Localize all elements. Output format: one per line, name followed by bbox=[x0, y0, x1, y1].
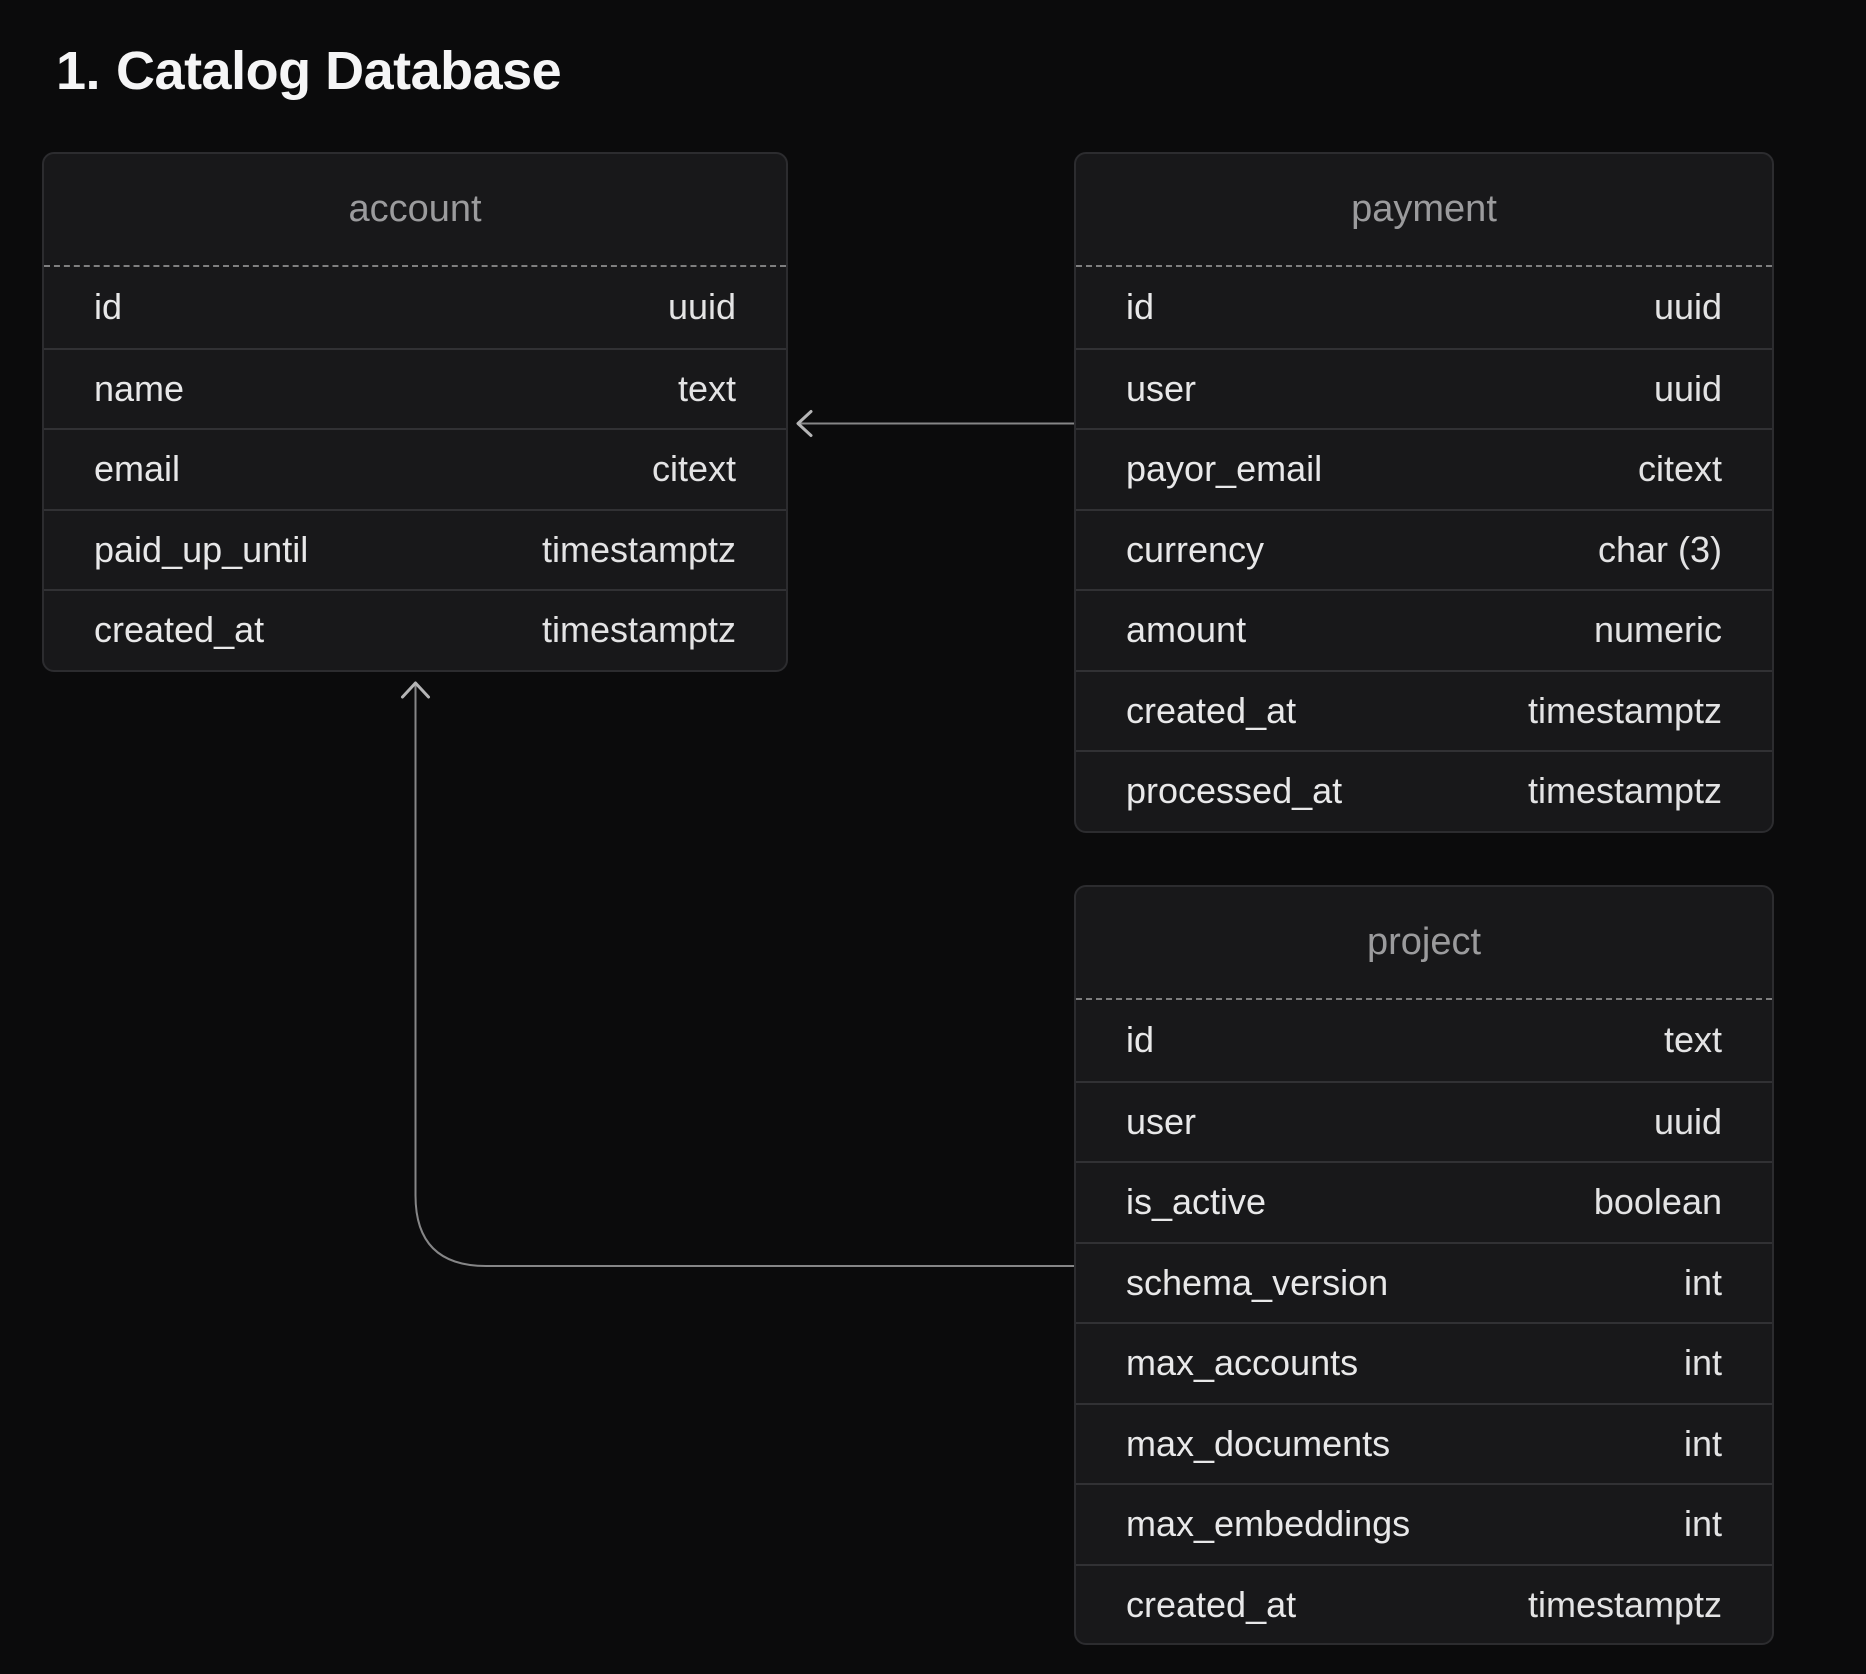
column-name: email bbox=[94, 448, 181, 490]
column-row: user uuid bbox=[1076, 347, 1772, 429]
column-type: int bbox=[1683, 1422, 1722, 1464]
page-title: 1.Catalog Database bbox=[56, 40, 562, 102]
column-type: int bbox=[1683, 1261, 1722, 1303]
column-type: timestamptz bbox=[541, 609, 736, 651]
column-name: id bbox=[1126, 1019, 1155, 1061]
column-row: payor_email citext bbox=[1076, 428, 1772, 509]
column-name: processed_at bbox=[1126, 770, 1343, 812]
arrowhead-left-icon bbox=[796, 410, 813, 437]
table-title: account bbox=[348, 188, 482, 230]
column-type: boolean bbox=[1593, 1181, 1722, 1223]
column-row: max_accounts int bbox=[1076, 1322, 1772, 1403]
column-row: user uuid bbox=[1076, 1080, 1772, 1162]
column-type: int bbox=[1683, 1503, 1722, 1545]
relation-payment-to-account bbox=[796, 410, 1074, 437]
column-row: paid_up_until timestamptz bbox=[44, 508, 786, 590]
arrowhead-up-icon bbox=[401, 681, 430, 699]
column-name: max_documents bbox=[1126, 1422, 1391, 1464]
column-type: int bbox=[1683, 1342, 1722, 1384]
column-type: uuid bbox=[1653, 367, 1722, 409]
column-row: id uuid bbox=[1076, 267, 1772, 348]
column-row: id text bbox=[1076, 1000, 1772, 1081]
column-row: max_embeddings int bbox=[1076, 1483, 1772, 1564]
relation-project-to-account bbox=[401, 681, 1074, 1267]
title-number: 1. bbox=[56, 41, 101, 101]
column-name: created_at bbox=[1126, 689, 1297, 731]
column-row: processed_at timestamptz bbox=[1076, 750, 1772, 831]
column-row: max_documents int bbox=[1076, 1402, 1772, 1484]
column-name: amount bbox=[1126, 609, 1247, 651]
relation-line bbox=[414, 684, 1074, 1267]
column-name: max_accounts bbox=[1126, 1342, 1359, 1384]
column-type: uuid bbox=[1653, 1100, 1722, 1142]
table-card-project[interactable]: project id text user uuid is_active bool… bbox=[1074, 885, 1774, 1645]
column-type: timestamptz bbox=[1527, 770, 1722, 812]
column-type: timestamptz bbox=[1527, 1583, 1722, 1625]
column-type: numeric bbox=[1593, 609, 1722, 651]
column-rows: id uuid user uuid payor_email citext cur… bbox=[1076, 267, 1772, 831]
column-type: timestamptz bbox=[1527, 689, 1722, 731]
column-name: created_at bbox=[94, 609, 265, 651]
column-type: uuid bbox=[667, 286, 736, 328]
column-name: name bbox=[94, 367, 185, 409]
table-header: account bbox=[44, 154, 786, 267]
column-row: currency char (3) bbox=[1076, 508, 1772, 590]
column-name: is_active bbox=[1126, 1181, 1267, 1223]
column-name: id bbox=[94, 286, 123, 328]
column-name: created_at bbox=[1126, 1583, 1297, 1625]
title-text: Catalog Database bbox=[116, 41, 562, 101]
column-type: uuid bbox=[1653, 286, 1722, 328]
column-name: currency bbox=[1126, 528, 1265, 570]
column-name: id bbox=[1126, 286, 1155, 328]
column-rows: id text user uuid is_active boolean sche… bbox=[1076, 1000, 1772, 1644]
column-row: email citext bbox=[44, 428, 786, 509]
column-name: paid_up_until bbox=[94, 528, 309, 570]
column-name: user bbox=[1126, 1100, 1197, 1142]
table-title: project bbox=[1366, 921, 1482, 963]
column-row: created_at timestamptz bbox=[44, 589, 786, 670]
table-title: payment bbox=[1351, 188, 1497, 230]
column-row: created_at timestamptz bbox=[1076, 1563, 1772, 1645]
table-header: payment bbox=[1076, 154, 1772, 267]
column-rows: id uuid name text email citext paid_up_u… bbox=[44, 267, 786, 670]
column-name: schema_version bbox=[1126, 1261, 1389, 1303]
column-type: timestamptz bbox=[541, 528, 736, 570]
column-name: user bbox=[1126, 367, 1197, 409]
table-header: project bbox=[1076, 887, 1772, 1000]
column-row: created_at timestamptz bbox=[1076, 669, 1772, 751]
table-card-payment[interactable]: payment id uuid user uuid payor_email ci… bbox=[1074, 152, 1774, 833]
column-type: text bbox=[677, 367, 736, 409]
column-row: name text bbox=[44, 347, 786, 429]
column-type: citext bbox=[1637, 448, 1722, 490]
column-row: id uuid bbox=[44, 267, 786, 348]
column-type: text bbox=[1663, 1019, 1722, 1061]
column-type: char (3) bbox=[1597, 528, 1722, 570]
column-name: max_embeddings bbox=[1126, 1503, 1411, 1545]
column-row: schema_version int bbox=[1076, 1241, 1772, 1323]
table-card-account[interactable]: account id uuid name text email citext p… bbox=[42, 152, 788, 672]
column-name: payor_email bbox=[1126, 448, 1323, 490]
column-row: amount numeric bbox=[1076, 589, 1772, 670]
column-type: citext bbox=[651, 448, 736, 490]
column-row: is_active boolean bbox=[1076, 1161, 1772, 1242]
